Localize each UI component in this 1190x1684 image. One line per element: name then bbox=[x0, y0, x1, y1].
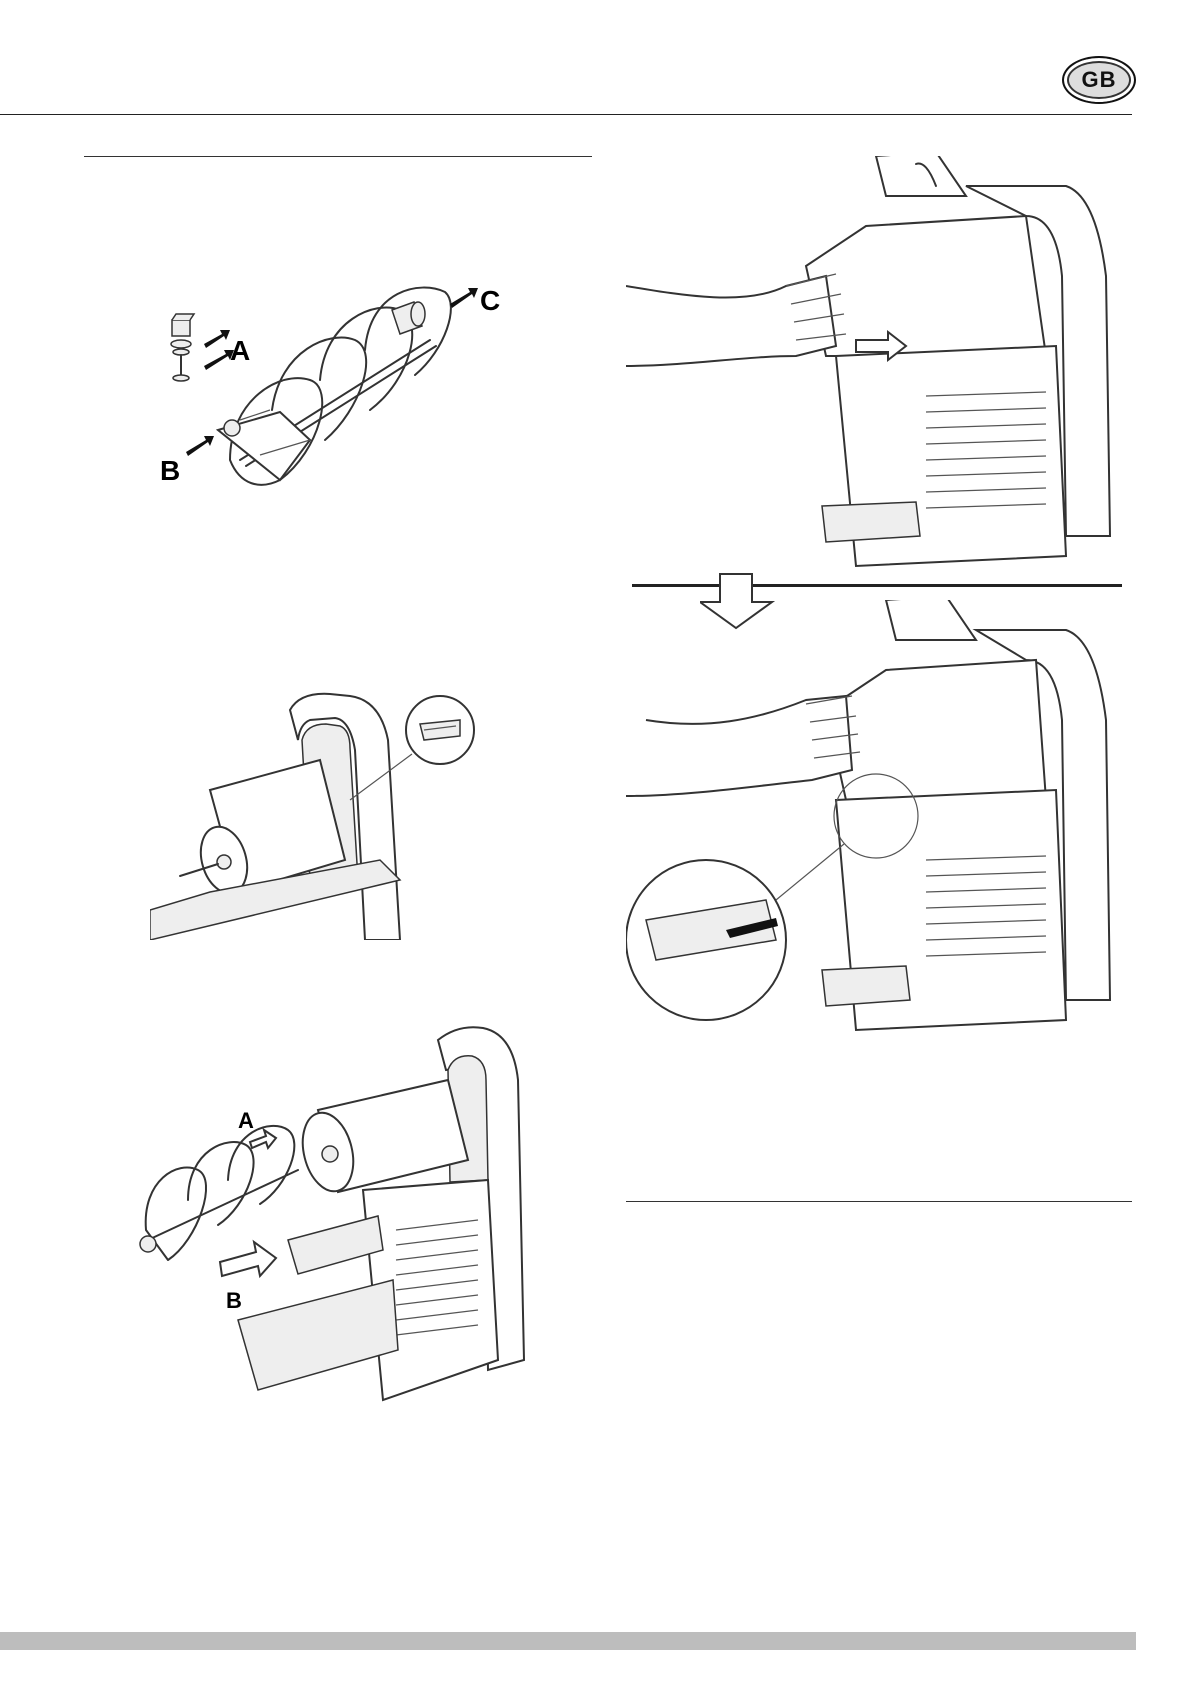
arrow-b bbox=[186, 436, 214, 456]
figure-cover-push bbox=[626, 156, 1126, 576]
arrow-a-top bbox=[204, 330, 230, 348]
top-arm bbox=[886, 600, 976, 640]
figure-auger-assembly: A B bbox=[138, 1020, 558, 1420]
figure-cylinder-seal bbox=[150, 680, 480, 940]
label-a: A bbox=[230, 335, 250, 366]
hand-arm bbox=[626, 276, 836, 366]
part-a-components bbox=[171, 314, 194, 381]
label-a: A bbox=[238, 1108, 254, 1133]
language-badge: GB bbox=[1062, 56, 1136, 104]
hand-arm bbox=[626, 696, 852, 796]
section-rule-right bbox=[626, 1201, 1132, 1202]
drip-tray bbox=[238, 1280, 398, 1390]
label-b: B bbox=[226, 1288, 242, 1313]
drip-tray bbox=[822, 502, 920, 542]
label-c: C bbox=[480, 285, 500, 316]
header-rule bbox=[0, 114, 1132, 115]
drip-tray bbox=[822, 966, 910, 1006]
footer-bar bbox=[0, 1632, 1136, 1650]
section-rule-left bbox=[84, 156, 592, 157]
figure-auger-exploded: A B C bbox=[160, 280, 520, 510]
arrow-c bbox=[450, 288, 478, 308]
part-c-component bbox=[392, 302, 425, 334]
auger bbox=[140, 1126, 298, 1260]
control-panel bbox=[288, 1216, 383, 1274]
arrow-b bbox=[220, 1242, 276, 1276]
label-b: B bbox=[160, 455, 180, 486]
language-badge-label: GB bbox=[1082, 67, 1117, 93]
figure-cover-locked bbox=[626, 600, 1126, 1040]
cover bbox=[826, 660, 1046, 800]
arrow-a bbox=[250, 1130, 276, 1148]
top-arm bbox=[876, 156, 966, 196]
